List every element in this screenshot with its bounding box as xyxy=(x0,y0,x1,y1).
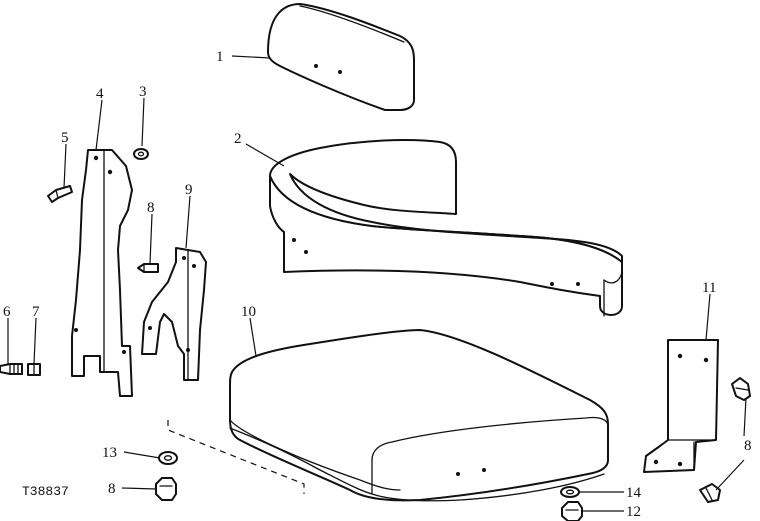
callout-8-right: 8 xyxy=(744,438,752,454)
callout-5: 5 xyxy=(61,130,69,146)
callout-13: 13 xyxy=(102,445,117,461)
washer-part-13 xyxy=(158,451,178,465)
callout-3: 3 xyxy=(139,84,147,100)
screw-part-8-right-lower xyxy=(699,483,721,503)
right-backrest-bracket xyxy=(141,247,207,381)
callout-labels: 1 2 3 4 5 6 7 8 9 10 11 8 13 8 14 12 xyxy=(3,49,752,520)
bolt-part-8-lower-left xyxy=(155,477,177,501)
callout-4: 4 xyxy=(96,86,104,102)
bolt-part-6 xyxy=(0,363,23,375)
left-backrest-bracket xyxy=(71,149,133,397)
nut-part-7 xyxy=(27,363,41,376)
alignment-line xyxy=(167,420,305,494)
washer-part-3 xyxy=(133,148,149,160)
leader-lines xyxy=(7,55,747,512)
figure-id: T38837 xyxy=(22,484,69,499)
headrest-cushion xyxy=(267,3,415,111)
bolt-part-12 xyxy=(561,501,583,521)
right-seat-bracket xyxy=(643,339,719,473)
callout-8-upper: 8 xyxy=(147,200,155,216)
callout-2: 2 xyxy=(234,131,242,147)
callout-10: 10 xyxy=(241,304,256,320)
callout-11: 11 xyxy=(702,280,716,296)
backrest-cushion xyxy=(269,139,623,317)
screw-part-8-right-upper xyxy=(731,377,751,401)
washer-part-14 xyxy=(560,486,580,498)
callout-1: 1 xyxy=(216,49,224,65)
callout-12: 12 xyxy=(626,504,641,520)
screw-part-8-upper xyxy=(137,263,159,273)
callout-8-lower-left: 8 xyxy=(108,481,116,497)
seat-cushion xyxy=(229,329,609,502)
cap-screw-part-5 xyxy=(47,185,73,203)
callout-7: 7 xyxy=(32,304,40,320)
callout-14: 14 xyxy=(626,485,642,501)
callout-6: 6 xyxy=(3,304,11,320)
callout-9: 9 xyxy=(185,182,193,198)
